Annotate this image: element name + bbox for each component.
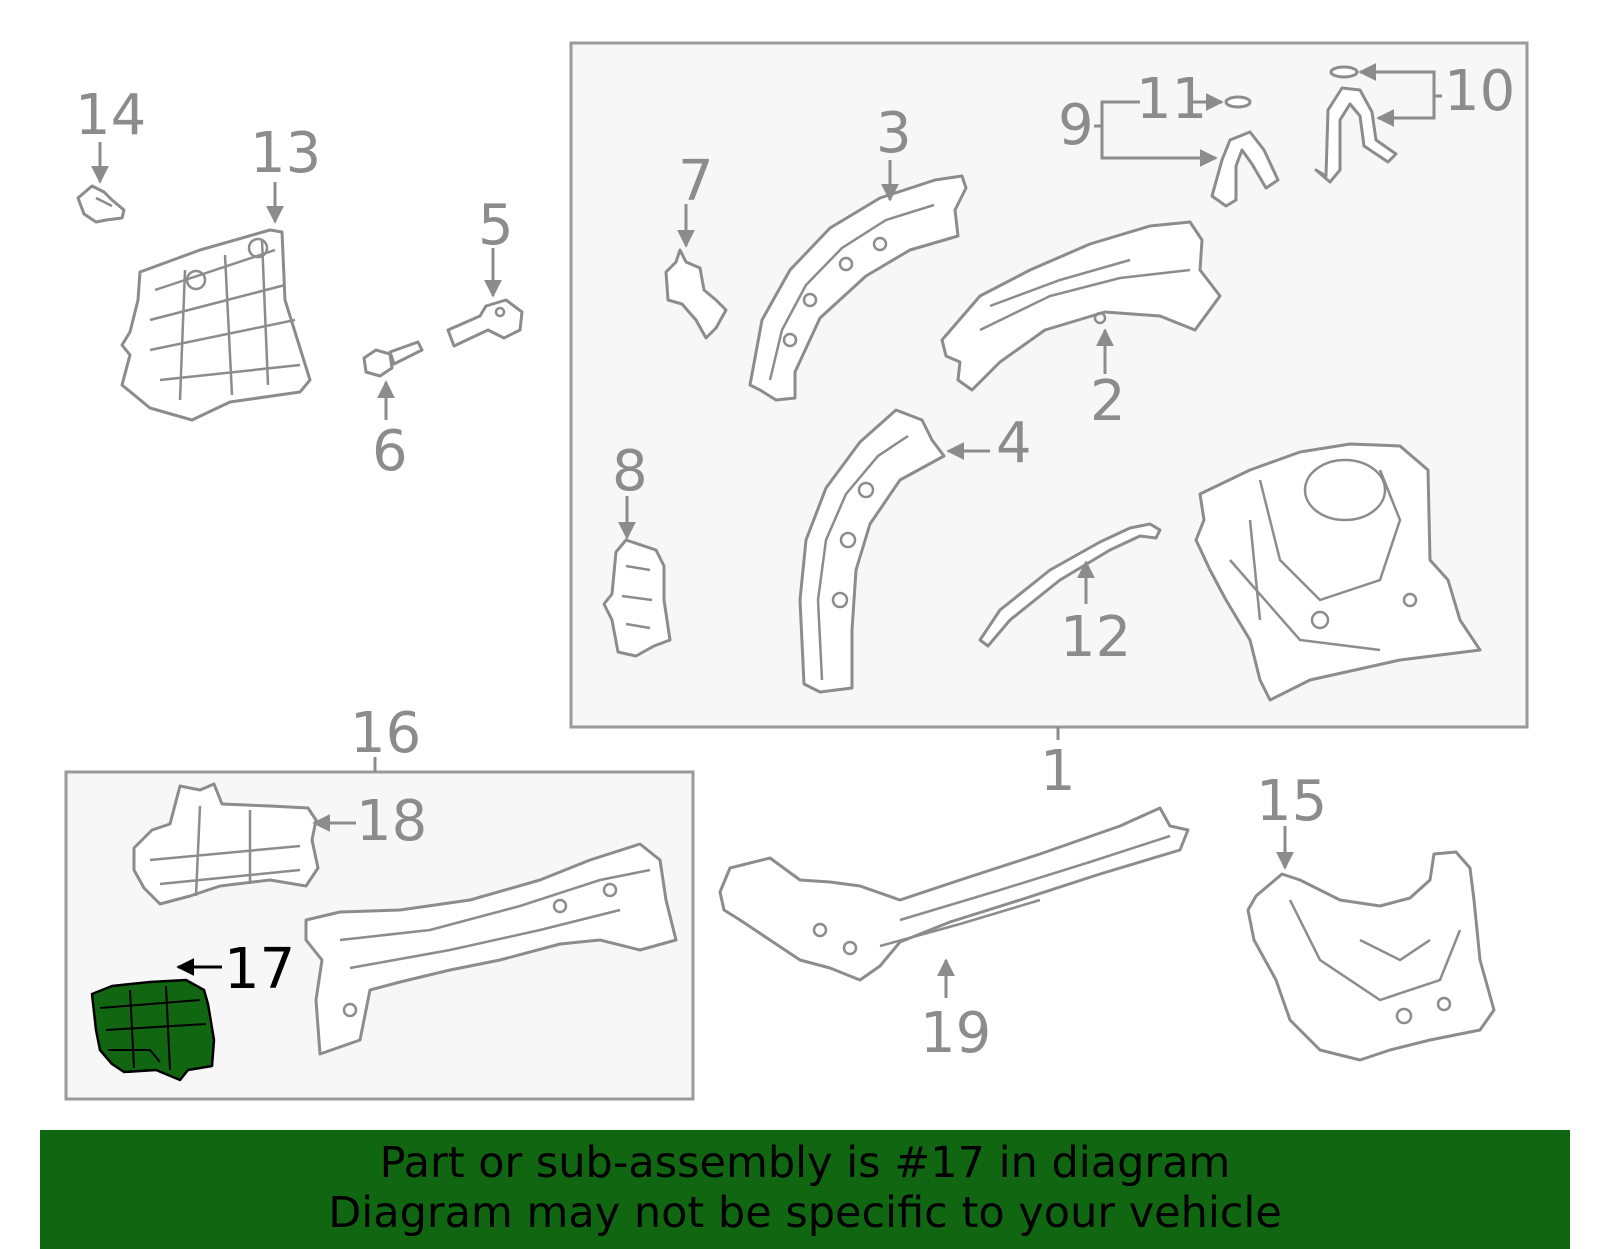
part-3-reinforcement[interactable] <box>748 174 968 402</box>
callout-2: 2 <box>1090 369 1126 434</box>
part-18-bracket[interactable] <box>132 782 320 906</box>
callout-15: 15 <box>1256 769 1327 834</box>
part-9-clip[interactable] <box>1210 130 1280 208</box>
part-16-rail[interactable] <box>304 842 678 1056</box>
part-19-rocker[interactable] <box>718 806 1190 982</box>
part-13-bracket[interactable] <box>120 228 312 422</box>
callout-10: 10 <box>1444 59 1515 124</box>
wheelhouse-assembly[interactable] <box>1194 442 1482 702</box>
part-12-strip[interactable] <box>978 522 1162 648</box>
callout-16: 16 <box>350 701 421 766</box>
callout-13: 13 <box>250 121 321 186</box>
callout-19: 19 <box>920 1001 991 1066</box>
part-8-bracket[interactable] <box>602 538 672 658</box>
part-14-clip[interactable] <box>76 184 126 224</box>
callout-14: 14 <box>75 83 146 148</box>
part-6-bolt[interactable] <box>362 340 424 378</box>
part-5-sensor[interactable] <box>446 298 524 348</box>
callout-9: 9 <box>1058 93 1094 158</box>
part-15-panel[interactable] <box>1246 850 1496 1062</box>
banner-line-1: Part or sub-assembly is #17 in diagram <box>379 1138 1231 1188</box>
banner-line-2: Diagram may not be specific to your vehi… <box>328 1188 1282 1238</box>
callout-7: 7 <box>678 149 714 214</box>
part-4-arch[interactable] <box>798 408 946 694</box>
part-7-bracket[interactable] <box>664 248 728 340</box>
callout-8: 8 <box>612 439 648 504</box>
callout-3: 3 <box>876 101 912 166</box>
callout-6: 6 <box>372 419 408 484</box>
part-10-clip[interactable] <box>1314 65 1398 184</box>
callout-1: 1 <box>1040 739 1076 804</box>
part-2-rail[interactable] <box>940 220 1222 392</box>
callout-17-highlighted: 17 <box>224 937 295 1002</box>
callout-11: 11 <box>1136 67 1207 132</box>
callout-4: 4 <box>996 411 1032 476</box>
callout-12: 12 <box>1060 605 1131 670</box>
callout-5: 5 <box>478 193 514 258</box>
part-11-grommet[interactable] <box>1224 95 1252 109</box>
callout-18: 18 <box>356 789 427 854</box>
part-17-highlighted[interactable] <box>90 978 216 1082</box>
info-banner: Part or sub-assembly is #17 in diagram D… <box>40 1130 1570 1249</box>
